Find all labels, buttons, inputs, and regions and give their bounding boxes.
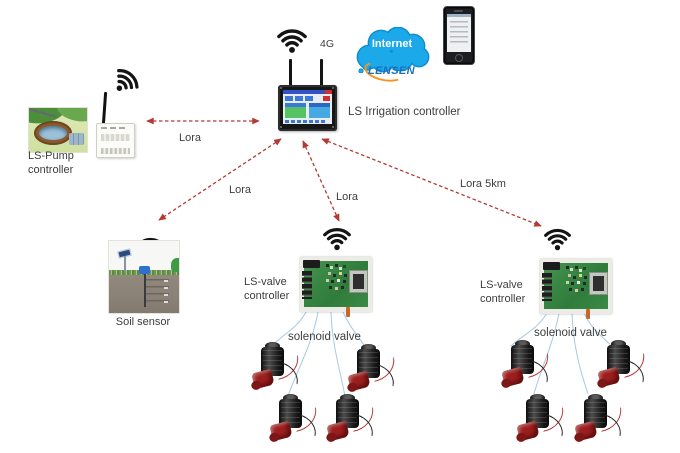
network-badge-4g: 4G (320, 38, 335, 50)
sensor-head (139, 266, 150, 274)
screen-panel-blue (309, 103, 330, 118)
valve-controller-pcb-center (300, 257, 372, 317)
valve-controller-center-label: LS-valve controller (244, 275, 289, 304)
internet-cloud-icon (356, 27, 430, 73)
pump-pond-photo (28, 107, 88, 153)
valve-right-label-line1: LS-valve (480, 279, 523, 291)
valve-controller-pcb-right (540, 259, 612, 319)
solenoid-valve (326, 394, 373, 448)
soil-sensor-label: Soil sensor (115, 316, 171, 328)
lora-label-pump: Lora (179, 132, 202, 144)
screw-dots (280, 87, 282, 89)
soil-sensor-photo (108, 240, 180, 314)
solenoid-valve (597, 340, 644, 394)
wifi-icon (543, 228, 572, 251)
plant-icon (171, 258, 179, 272)
phone-earpiece (454, 10, 463, 12)
solenoid-valve (269, 394, 316, 448)
solenoid-valve (574, 394, 621, 448)
link-soil (158, 138, 282, 221)
controller-antenna-right (320, 59, 323, 86)
pump-label-line1: LS-Pump (28, 150, 74, 162)
valve-right-label-line2: controller (480, 293, 526, 306)
valve-center-label-line1: LS-valve (244, 276, 287, 288)
pcb-antenna-stub (346, 307, 350, 317)
pump-label-line2: controller (28, 164, 74, 177)
irrigation-controller-device (278, 85, 337, 131)
solenoid-valve-label-right: solenoid valve (534, 327, 607, 339)
screen-stop-button (323, 96, 330, 101)
solenoid-valve (251, 342, 298, 396)
screen-titlebar (283, 90, 332, 94)
screen-panel-green (285, 103, 306, 118)
lora-label-soil: Lora (229, 184, 252, 196)
lora-label-valve-center: Lora (336, 191, 359, 203)
controller-screen (283, 90, 332, 124)
pump-controller-label: LS-Pump controller (28, 149, 74, 178)
pump-receiver-device (96, 123, 135, 158)
brand-logo: LENSEN (362, 58, 424, 85)
internet-label: Internet (371, 38, 413, 50)
link-valve-right (321, 138, 542, 227)
phone-home-button (455, 53, 463, 62)
solenoid-valve (516, 394, 563, 448)
screen-tabs (285, 96, 315, 101)
link-valve-center (302, 140, 340, 222)
wifi-icon (322, 227, 352, 251)
valve-center-label-line2: controller (244, 290, 290, 303)
lora-label-valve-right: Lora 5km (460, 178, 506, 190)
brand-name: LENSEN (368, 65, 416, 77)
lora-links (146, 117, 542, 227)
pcb-antenna-stub (586, 309, 590, 319)
smartphone-icon (443, 6, 475, 65)
solenoid-valve-label-center: solenoid valve (288, 331, 361, 343)
wifi-icon (276, 28, 308, 54)
irrigation-controller-label: LS Irrigation controller (348, 106, 461, 118)
solenoid-valve (501, 340, 548, 394)
phone-screen (447, 14, 471, 52)
screen-footer-buttons (285, 120, 325, 123)
solenoid-valve (347, 344, 394, 398)
valve-controller-right-label: LS-valve controller (480, 278, 525, 307)
controller-antenna-left (289, 59, 292, 86)
